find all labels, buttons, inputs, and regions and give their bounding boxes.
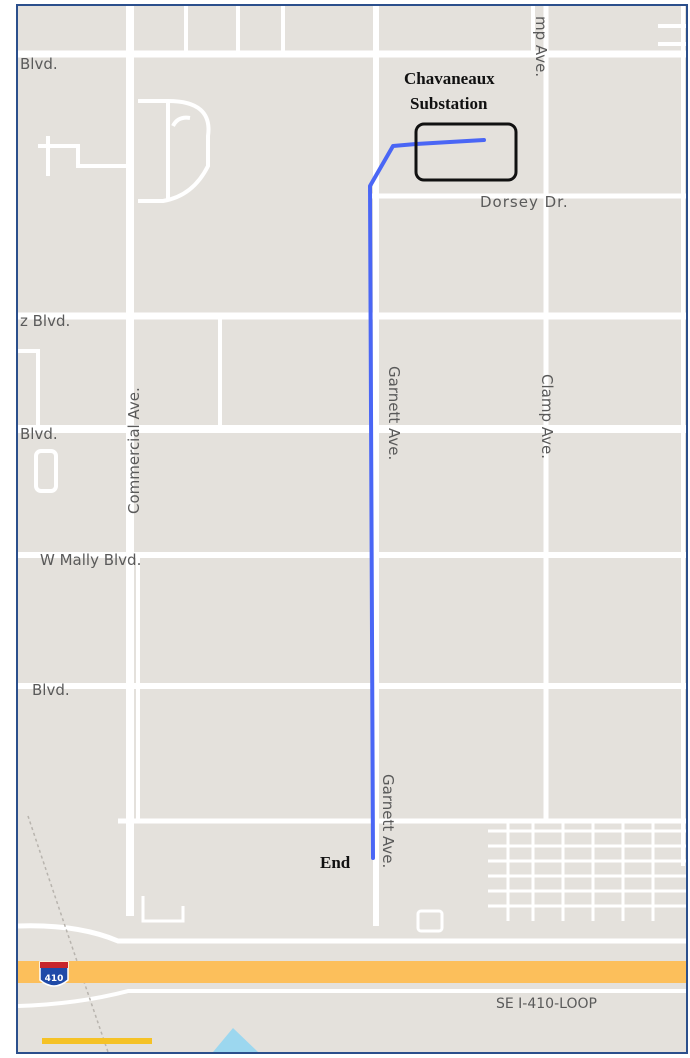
building-outline (38, 99, 211, 203)
map-frame: Blvd. mp Ave. Dorsey Dr. z Blvd. Commerc… (16, 4, 688, 1054)
street-label-blvd-row2: z Blvd. (20, 312, 70, 330)
scale-bar (42, 1038, 152, 1044)
street-label-loop: SE I-410-LOOP (496, 996, 597, 1012)
street-label-garnett-south: Garnett Ave. (379, 774, 397, 868)
street-grid (18, 6, 686, 926)
route-line (368, 138, 486, 860)
street-label-clamp: Clamp Ave. (538, 374, 556, 459)
highway-i410 (18, 961, 686, 983)
street-label-dorsey: Dorsey Dr. (480, 193, 569, 211)
street-label-garnett-north: Garnett Ave. (385, 366, 403, 460)
map-canvas[interactable]: Blvd. mp Ave. Dorsey Dr. z Blvd. Commerc… (18, 6, 686, 1052)
substation-label-line1: Chavaneaux (404, 69, 495, 88)
street-label-commercial: Commercial Ave. (125, 387, 143, 514)
water-body (213, 1028, 258, 1052)
building-outline-left (18, 349, 58, 493)
street-label-mally: W Mally Blvd. (40, 551, 141, 569)
substation-label-line2: Substation (410, 94, 488, 113)
street-label-blvd-row5: Blvd. (32, 681, 70, 699)
map-background (18, 6, 686, 1052)
street-label-blvd-top: Blvd. (20, 55, 58, 73)
interstate-shield-icon: 410 (39, 961, 69, 987)
frontage-roads (18, 923, 686, 1008)
street-label-clamp-top: mp Ave. (532, 16, 550, 77)
substation-box[interactable] (414, 122, 518, 182)
railway-line (27, 815, 109, 1052)
street-label-blvd-row3: Blvd. (20, 425, 58, 443)
residential-grid (141, 821, 686, 933)
shield-number: 410 (45, 974, 64, 984)
route-end-label: End (320, 853, 351, 872)
